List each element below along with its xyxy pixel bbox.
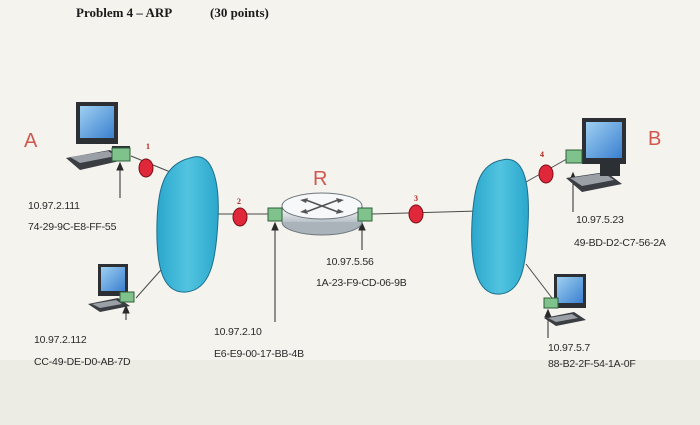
marker-1-number: 1 bbox=[146, 142, 150, 151]
host-a-ip: 10.97.2.111 bbox=[28, 200, 80, 212]
host-b-computer-icon bbox=[566, 118, 626, 192]
router-left-mac: E6-E9-00-17-BB-4B bbox=[214, 348, 304, 360]
host-b-mac: 49-BD-D2-C7-56-2A bbox=[574, 237, 666, 249]
host-d-computer-icon bbox=[544, 274, 586, 326]
host-c-ip: 10.97.2.112 bbox=[34, 334, 87, 346]
marker-4-number: 4 bbox=[540, 150, 544, 159]
router-right-ip: 10.97.5.56 bbox=[326, 256, 374, 268]
adapter-router-right bbox=[357, 207, 373, 222]
host-d-ip: 10.97.5.7 bbox=[548, 342, 590, 354]
host-d-mac: 88-B2-2F-54-1A-0F bbox=[548, 358, 636, 370]
host-b-letter: B bbox=[648, 128, 662, 150]
marker-2 bbox=[232, 207, 248, 227]
router-letter: R bbox=[313, 168, 328, 190]
adapter-host-c bbox=[119, 291, 135, 303]
router-icon bbox=[281, 192, 363, 236]
host-b-ip: 10.97.5.23 bbox=[576, 214, 624, 226]
marker-4 bbox=[538, 164, 554, 184]
step-markers bbox=[138, 158, 554, 227]
marker-1 bbox=[138, 158, 154, 178]
adapter-host-b bbox=[565, 149, 583, 164]
adapter-router-left bbox=[267, 207, 283, 222]
adapter-host-a bbox=[111, 147, 131, 162]
host-a-mac: 74-29-9C-E8-FF-55 bbox=[28, 221, 117, 233]
problem-title: Problem 4 – ARP bbox=[76, 5, 173, 20]
host-c-mac: CC-49-DE-D0-AB-7D bbox=[34, 356, 131, 368]
points-label: (30 points) bbox=[210, 5, 269, 20]
router-right-mac: 1A-23-F9-CD-06-9B bbox=[316, 277, 407, 289]
marker-2-number: 2 bbox=[237, 197, 241, 206]
host-a-letter: A bbox=[24, 130, 38, 152]
adapter-host-d bbox=[543, 297, 559, 309]
subnet-left-cloud bbox=[156, 156, 219, 293]
router-left-ip: 10.97.2.10 bbox=[214, 326, 262, 338]
adapters bbox=[111, 147, 583, 309]
marker-3-number: 3 bbox=[414, 194, 418, 203]
marker-3 bbox=[408, 204, 424, 224]
subnet-right-cloud bbox=[471, 158, 529, 295]
